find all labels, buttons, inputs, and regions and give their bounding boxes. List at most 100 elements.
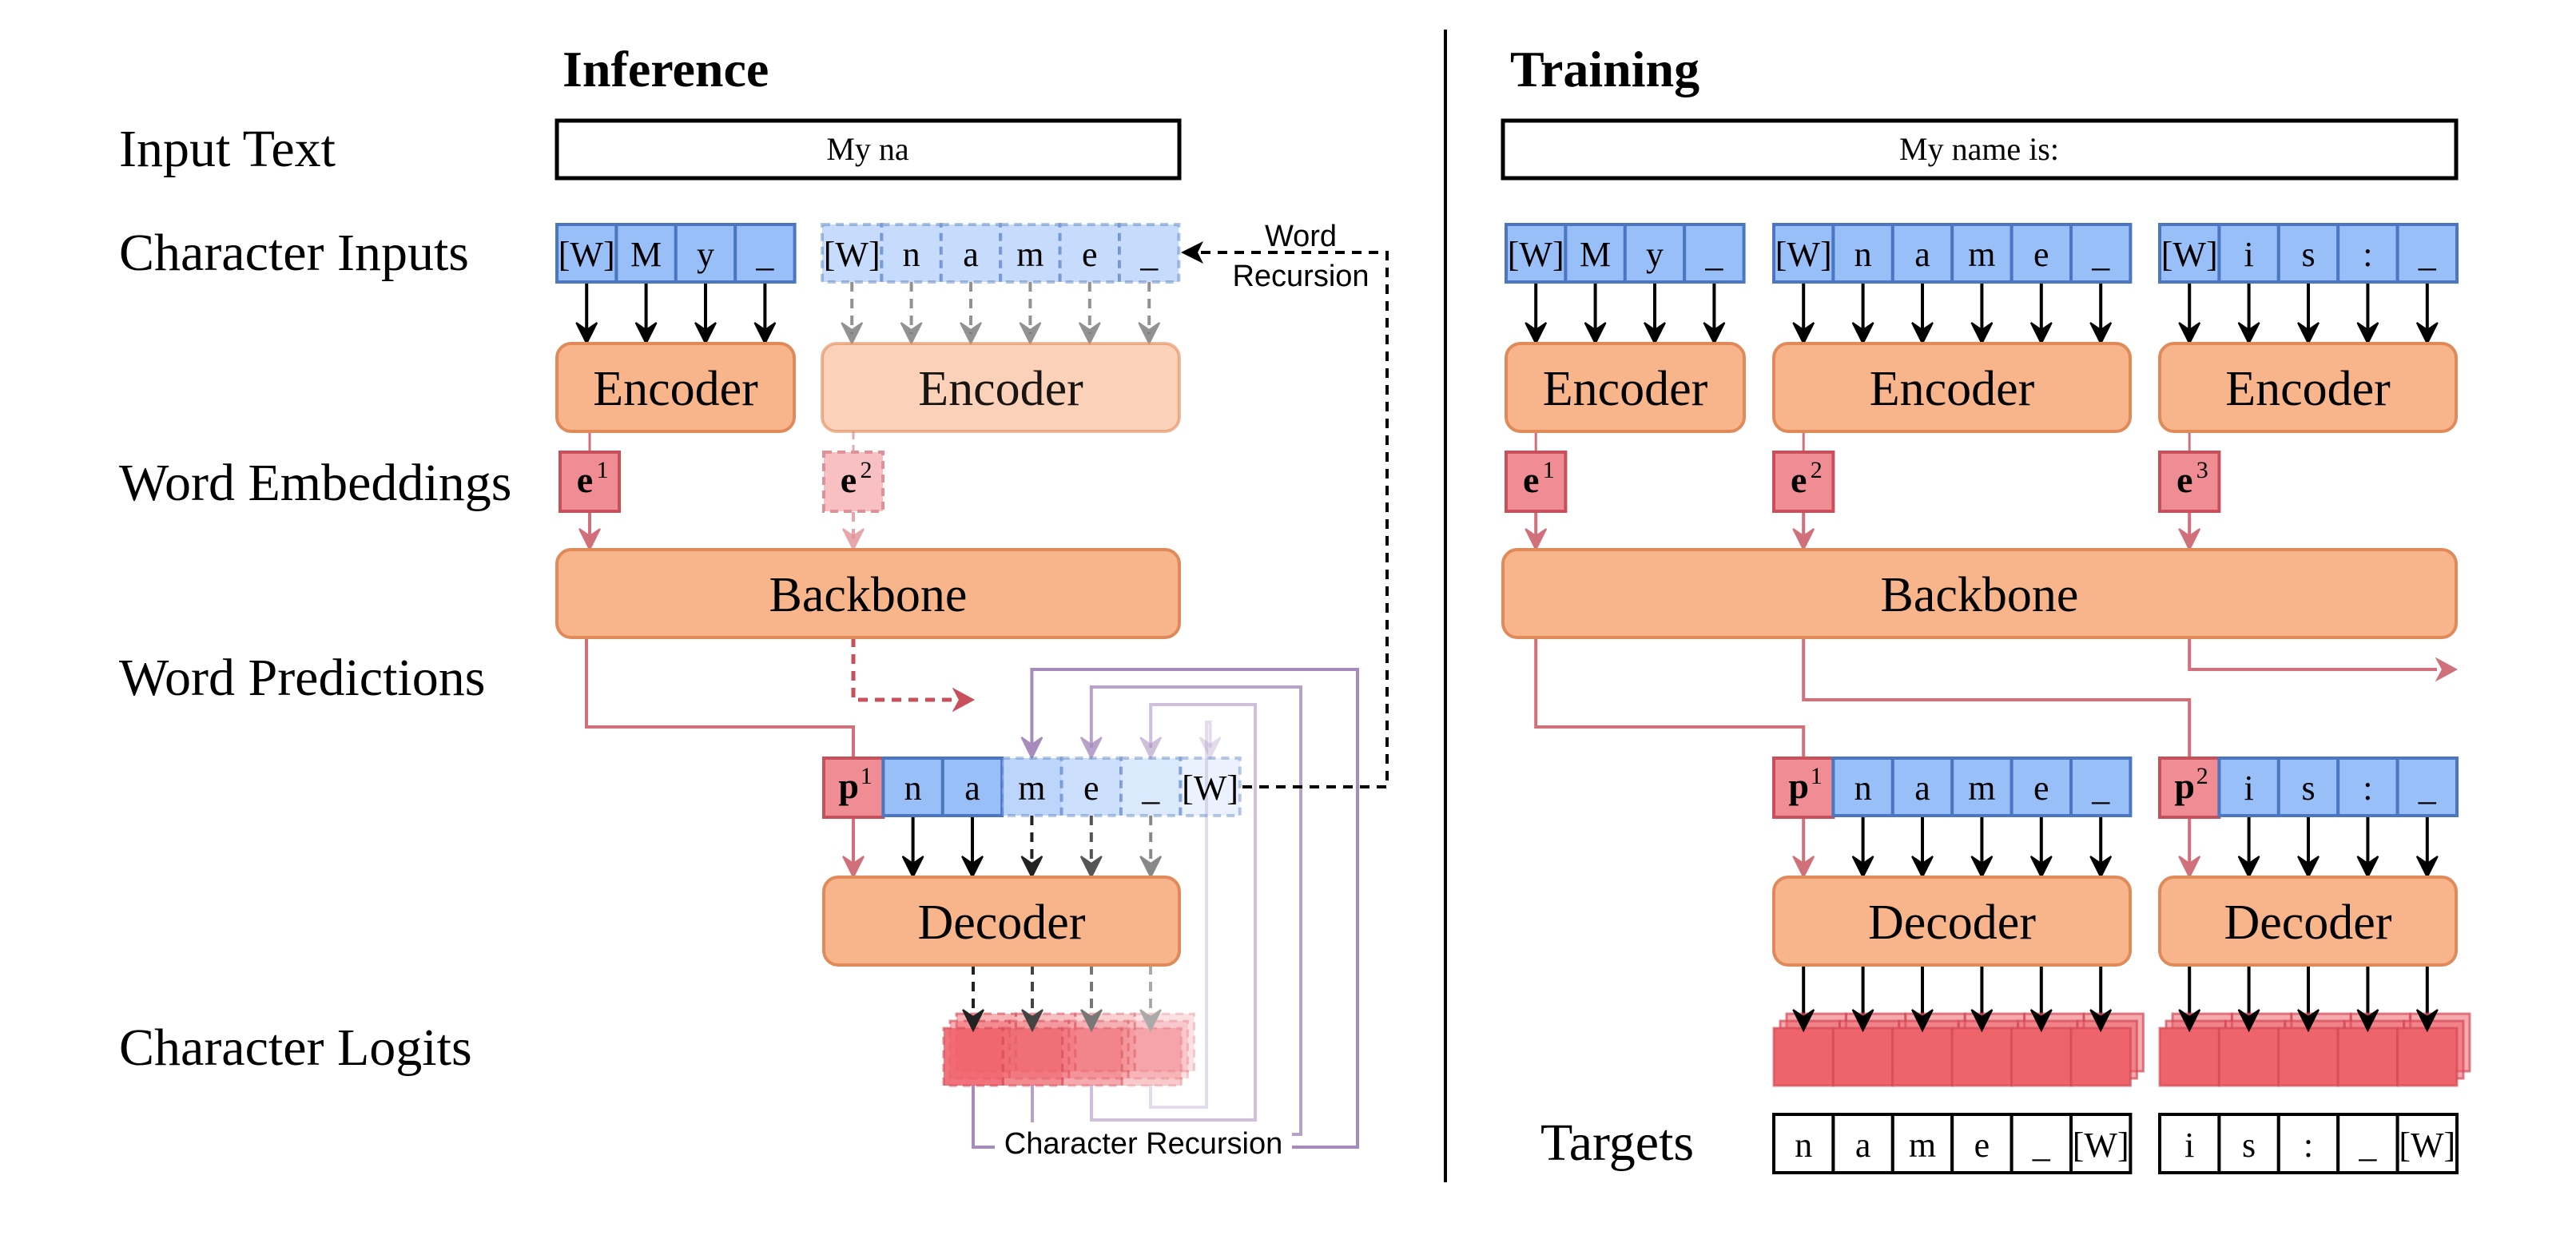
decoder-to-logit-arrow-head — [1851, 1009, 1874, 1033]
char-to-decoder-arrow-head — [2237, 856, 2260, 880]
char-cell-label: [W] — [824, 235, 881, 274]
inference-backbone-label: Backbone — [769, 568, 968, 622]
char-cell — [1772, 223, 1835, 284]
character-recursion-arrowhead — [1020, 737, 1044, 760]
char-to-decoder-arrow-head — [1911, 856, 1934, 880]
target-cell-label: _ — [2358, 1126, 2377, 1165]
target-cell-label: i — [2184, 1126, 2194, 1165]
logit-cell — [2277, 1027, 2339, 1087]
target-cell — [2010, 1113, 2073, 1174]
training-input-text: My name is: — [1899, 131, 2059, 167]
target-cell-label: e — [1974, 1126, 1990, 1165]
inference-embedding-1-index: 1 — [597, 457, 609, 483]
char-cell-label: e — [1082, 235, 1098, 274]
char-cell-label: M — [1580, 235, 1611, 274]
target-cell-label: a — [1855, 1126, 1871, 1165]
prediction-to-decoder-arrow-head — [1792, 856, 1815, 880]
char-cell — [2395, 757, 2459, 817]
decoder-to-logit-arrow-head — [2029, 1009, 2053, 1033]
char-to-decoder-arrow-head — [2297, 856, 2320, 880]
training-char-arrow-head — [1792, 322, 1815, 346]
logit-cell — [1772, 1027, 1835, 1087]
decoder-to-logit-arrow-head — [1911, 1009, 1934, 1033]
logit-cell — [1061, 1027, 1123, 1087]
row-label-input-text: Input Text — [119, 120, 336, 178]
char-cell — [2010, 223, 2073, 284]
row-label-character-inputs: Character Inputs — [119, 224, 469, 282]
training-decoder-1-label: Decoder — [1868, 896, 2036, 950]
embed-to-backbone-arrow-pending-head — [842, 528, 865, 552]
training-input-text-box: My name is: — [1501, 118, 2459, 181]
inference-embedding-1-symbol: e — [577, 459, 593, 500]
char-cell-label: a — [1914, 235, 1930, 274]
target-cell-label: [W] — [2399, 1126, 2455, 1165]
char-cell — [2217, 223, 2280, 284]
inference-char-arrow-head — [694, 322, 717, 346]
decoder-to-logit-arrow-head — [1021, 1009, 1044, 1033]
char-cell-label: i — [2244, 768, 2253, 808]
char-to-decoder-arrow-head — [961, 856, 984, 880]
training-char-arrow-head — [2356, 322, 2379, 346]
inference-prediction-cell: a — [940, 757, 1004, 817]
char-cell — [2217, 757, 2280, 817]
char-to-decoder-arrow-pending-head — [1139, 856, 1163, 880]
inference-char-arrow-head — [634, 322, 658, 346]
target-cell-label: [W] — [2073, 1126, 2129, 1165]
decoder-to-logit-arrow-head — [2089, 1009, 2113, 1033]
training-prediction-vector-1-index: 1 — [1811, 763, 1823, 789]
char-cell — [733, 223, 797, 284]
decoder-to-logit-arrow-head — [1792, 1009, 1815, 1033]
target-cell — [1950, 1113, 2013, 1174]
target-cell-label: : — [2304, 1126, 2313, 1165]
training-title: Training — [1510, 41, 1699, 97]
char-cell — [2336, 757, 2399, 817]
char-to-decoder-arrow-head — [1851, 856, 1874, 880]
training-decoder-2-label: Decoder — [2224, 896, 2392, 950]
inference-embedding-1-rect — [559, 451, 621, 513]
char-cell-label: n — [1854, 768, 1872, 808]
char-cell-label: e — [2033, 235, 2049, 274]
embed-to-backbone-arrow-head — [2178, 528, 2201, 552]
decoder-to-logit-arrow-head — [2178, 1009, 2201, 1033]
embed-to-backbone-arrow-head — [578, 528, 601, 552]
inference-encoder-1: Encoder — [555, 342, 796, 433]
row-label-character-logits: Character Logits — [119, 1019, 472, 1077]
inference-input-text: My na — [826, 131, 909, 167]
char-cell-label: m — [1968, 235, 1995, 274]
training-character-logits-2 — [2158, 1012, 2471, 1087]
char-cell-label: e — [1083, 768, 1099, 808]
char-cell-label: m — [1016, 235, 1044, 274]
inference-embedding-2-rect — [822, 451, 885, 513]
logit-cell — [2336, 1027, 2399, 1087]
backbone-next-line — [2188, 637, 2437, 671]
row-label-word-embeddings: Word Embeddings — [119, 454, 511, 512]
char-cell-label: M — [630, 235, 662, 274]
inference-decoder-rect — [822, 876, 1181, 967]
char-cell-label: s — [2301, 768, 2315, 808]
training-embedding-1-rect — [1505, 451, 1568, 513]
char-cell-label: _ — [2418, 235, 2437, 274]
char-cell — [2276, 223, 2340, 284]
decoder-to-logit-arrow-head — [2356, 1009, 2379, 1033]
logit-cell — [1133, 1012, 1196, 1073]
char-cell — [940, 757, 1004, 817]
char-cell — [1119, 757, 1183, 817]
inference-prediction-cell: n — [881, 757, 944, 817]
training-char-arrow-head — [1911, 322, 1934, 346]
char-cell-label: _ — [2091, 235, 2110, 274]
character-recursion-arrowhead — [1079, 737, 1103, 760]
training-decoder-1: Decoder — [1772, 876, 2132, 967]
training-embedding-2-rect — [1772, 451, 1835, 513]
char-cell-label: a — [1914, 768, 1930, 808]
target-cell — [1831, 1113, 1894, 1174]
char-to-decoder-arrow-head — [2029, 856, 2053, 880]
inference-encoder-1-label: Encoder — [593, 362, 758, 416]
char-cell — [2069, 223, 2133, 284]
